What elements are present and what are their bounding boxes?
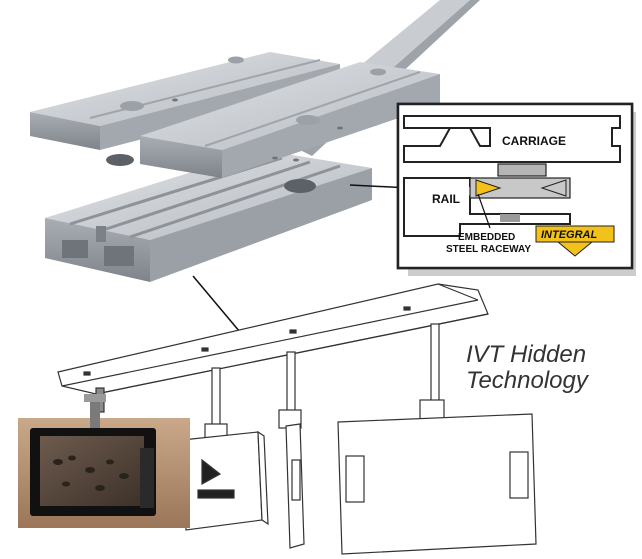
rail-render: [30, 0, 480, 282]
tv-photo: [18, 394, 190, 528]
raceway-label-line2: STEEL RACEWAY: [446, 244, 531, 255]
cross-section-inset: CARRIAGE RAIL EMBEDDED STEEL RACEWAY INT…: [396, 102, 636, 276]
tagline-line2: Technology: [466, 367, 590, 394]
raceway-label-line1: EMBEDDED: [458, 232, 515, 243]
carriage-label: CARRIAGE: [502, 134, 566, 148]
ceiling-track: [57, 283, 489, 395]
integral-logo: INTEGRAL: [535, 225, 615, 257]
tagline-line1: IVT Hidden: [466, 341, 586, 368]
tv-front-outline: [181, 423, 269, 531]
rail-label: RAIL: [432, 192, 460, 206]
tv-side-outline: [278, 409, 305, 549]
svg-text:INTEGRAL: INTEGRAL: [541, 229, 598, 241]
tv-rear-outline: [337, 399, 537, 555]
leader-line: [192, 275, 246, 339]
